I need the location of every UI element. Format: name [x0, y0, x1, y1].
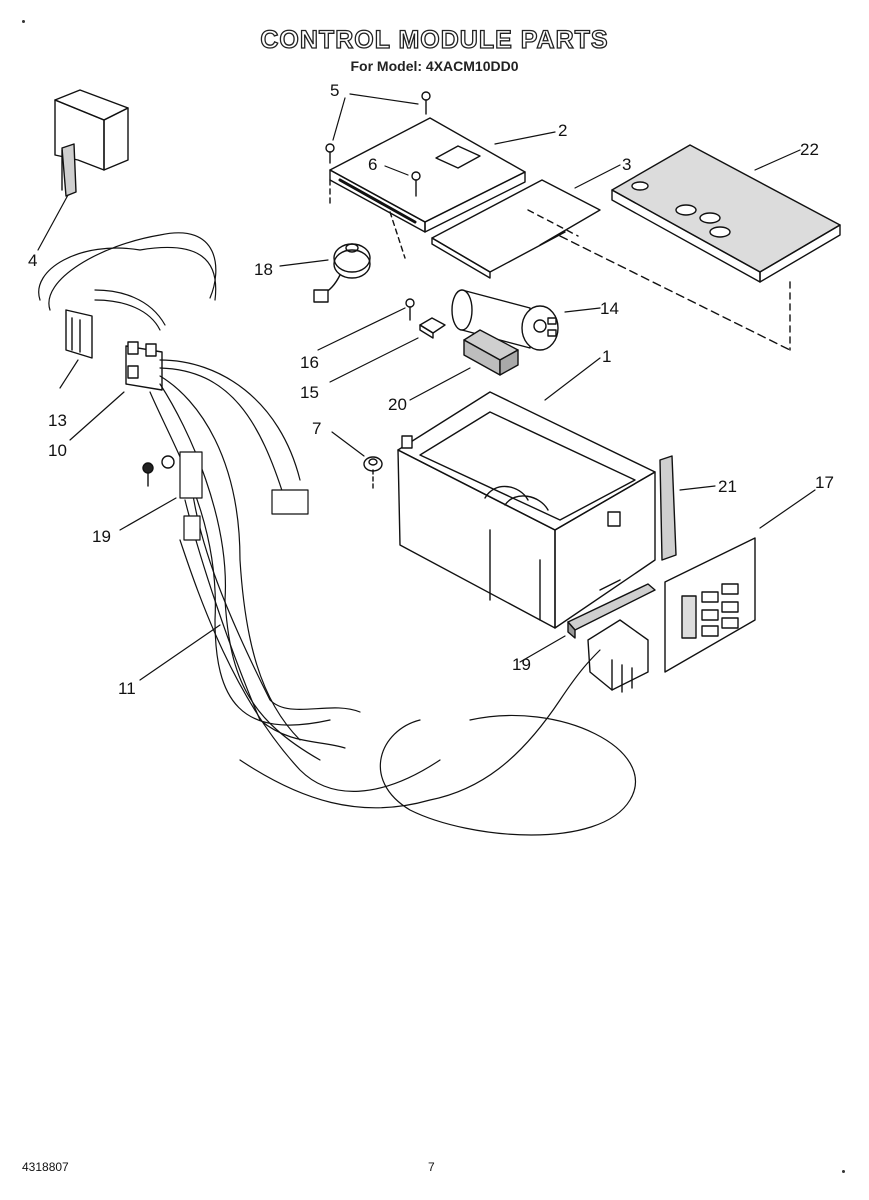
- leader-lines: [37, 93, 816, 681]
- callout-15: 17: [815, 473, 834, 492]
- part-19-foam-bar: [567, 583, 656, 639]
- corner-mark-bottom: [842, 1170, 845, 1173]
- part-2-cover: [329, 117, 526, 259]
- power-plug: [587, 619, 649, 693]
- part-5-nut: [363, 456, 383, 491]
- page-title: CONTROL MODULE PARTS: [260, 25, 609, 54]
- part-10-terminal-block: [125, 341, 163, 391]
- callout-17: 19: [92, 527, 111, 546]
- part-17-ground-screw: [142, 455, 175, 487]
- callout-12: 14: [600, 299, 619, 318]
- page-number: 7: [428, 1160, 435, 1174]
- callout-11: 11: [118, 679, 136, 698]
- part-20-foam-block: [463, 329, 519, 376]
- callout-18: 18: [254, 260, 273, 279]
- corner-mark-top: [22, 20, 25, 23]
- part-6-screws: [325, 91, 431, 164]
- callout-22: 22: [800, 140, 819, 159]
- part-14-screw: [405, 298, 415, 321]
- callout-labels: 5 2 6 3 22 4 18 14 16 1 15 20 13 7 10 17…: [28, 81, 834, 698]
- document-number: 4318807: [22, 1160, 69, 1174]
- callout-4: 4: [28, 251, 37, 270]
- part-16-connector: [65, 309, 93, 359]
- callout-7: 6: [368, 155, 377, 174]
- callout-10: 10: [48, 441, 67, 460]
- part-13-clip: [419, 317, 446, 339]
- part-4-bracket: [54, 89, 129, 197]
- callout-14: 16: [300, 353, 319, 372]
- callout-5: 7: [312, 419, 321, 438]
- callout-19: 19: [512, 655, 531, 674]
- part-11-wiring-harness: [38, 232, 637, 836]
- callout-13: 15: [300, 383, 319, 402]
- callout-1: 1: [602, 347, 611, 366]
- model-subtitle: For Model: 4XACM10DD0: [350, 58, 519, 74]
- part-22-panel: [559, 144, 841, 351]
- part-15-label-panel: [664, 537, 756, 673]
- callout-6: 5: [330, 81, 339, 100]
- callout-2: 2: [558, 121, 567, 140]
- part-3-board: [431, 179, 601, 279]
- part-1-box: [397, 391, 656, 629]
- part-21-foam-strip: [659, 455, 677, 561]
- part-7-screw: [411, 171, 421, 197]
- callout-3: 3: [622, 155, 631, 174]
- part-18-motor: [313, 243, 371, 303]
- callout-16: 13: [48, 411, 67, 430]
- callout-21: 21: [718, 477, 737, 496]
- callout-20: 20: [388, 395, 407, 414]
